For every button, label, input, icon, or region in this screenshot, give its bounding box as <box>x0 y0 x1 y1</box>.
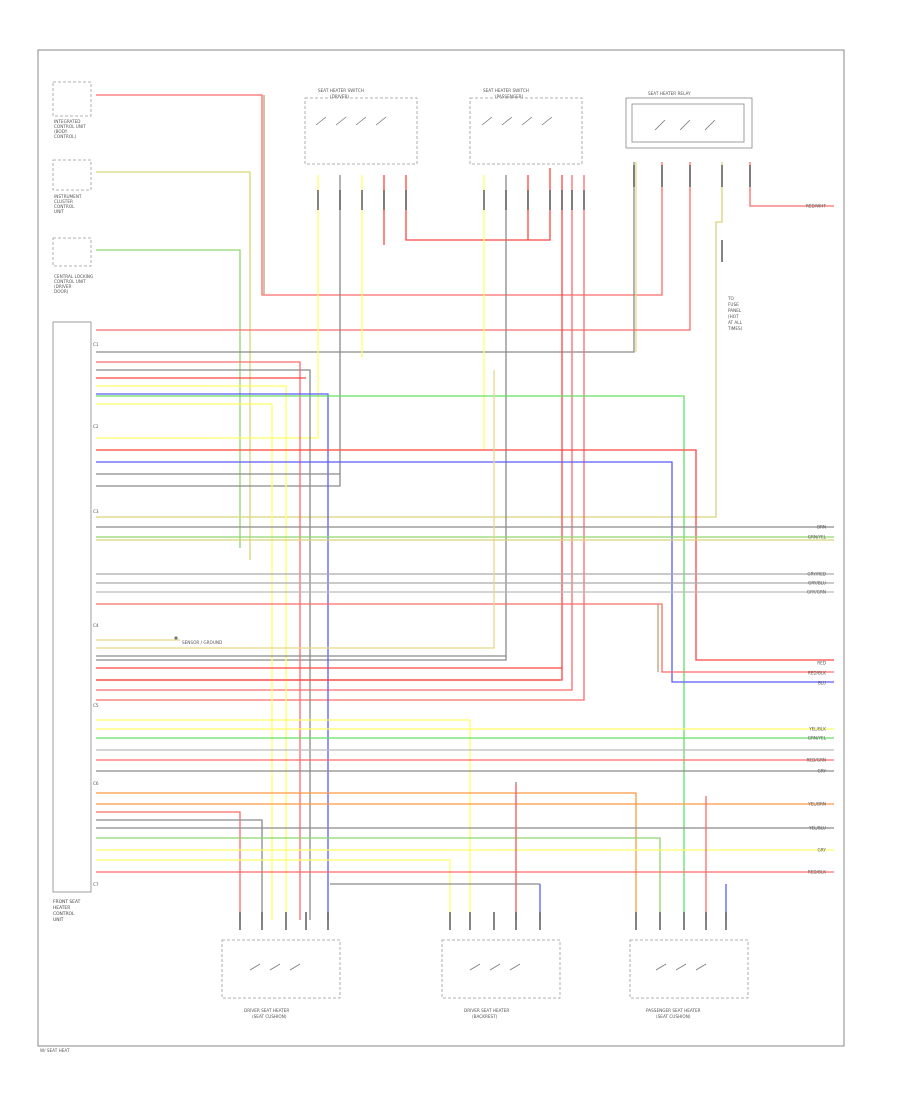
left-module-1-label: INTEGRATED CONTROL UNIT (BODY CONTROL) <box>54 119 86 139</box>
left-module-2 <box>52 159 92 191</box>
svg-text:DOOR): DOOR) <box>54 289 69 294</box>
seat-heater-relay <box>625 97 753 149</box>
bottom-1-sub: (SEAT CUSHION) <box>252 1014 287 1019</box>
left-module-2-label: INSTRUMENT CLUSTER CONTROL UNIT <box>54 194 82 214</box>
relay-feed-label: TO FUSE PANEL (HOT AT ALL TIMES) <box>727 296 743 331</box>
right-wire-labels: RED/WHT BRN GRN/YEL GRY/RED GRY/BLU GRY/GRN RE… <box>806 204 827 875</box>
left-module-1 <box>52 81 92 117</box>
driver-seat-heater-backrest <box>441 939 561 999</box>
svg-text:FRONT SEAT: FRONT SEAT <box>53 899 81 905</box>
svg-text:(DRIVER: (DRIVER <box>54 284 72 289</box>
passenger-switch-sub: (PASSENGER) <box>495 94 524 99</box>
wire-label-16: RED/BLK <box>808 870 826 875</box>
svg-text:C7: C7 <box>93 882 99 887</box>
passenger-seat-heater-switch <box>469 97 583 165</box>
left-module-3-label: CENTRAL LOCKING CONTROL UNIT (DRIVER DOO… <box>54 274 93 294</box>
left-module-3 <box>52 237 92 267</box>
svg-text:FUSE: FUSE <box>728 302 739 307</box>
svg-text:C5: C5 <box>93 703 99 708</box>
bottom-2-sub: (BACKREST) <box>472 1014 498 1019</box>
wire-label-2: GRN/YEL <box>808 535 827 540</box>
svg-text:HEATER: HEATER <box>53 905 70 911</box>
bottom-1-name: DRIVER SEAT HEATER <box>244 1008 289 1013</box>
wire-label-4: GRY/BLU <box>808 581 826 586</box>
wire-label-13: YEL/BRN <box>807 802 826 807</box>
passenger-switch-name: SEAT HEATER SWITCH <box>483 88 529 93</box>
svg-text:C3: C3 <box>93 509 99 514</box>
relay-name: SEAT HEATER RELAY <box>648 91 691 96</box>
sensor-dot <box>174 636 178 640</box>
seat-heater-relay-inner <box>631 103 745 143</box>
wire-label-15: GRY <box>818 848 827 853</box>
driver-seat-heater-cushion <box>221 939 341 999</box>
wire-label-10: GRN/YEL <box>808 736 827 741</box>
sensor-note: SENSOR / GROUND <box>182 640 222 645</box>
svg-text:CONTROL UNIT: CONTROL UNIT <box>54 279 86 284</box>
wire-label-3: GRY/RED <box>807 572 826 577</box>
bottom-3-sub: (SEAT CUSHION) <box>656 1014 691 1019</box>
driver-switch-name: SEAT HEATER SWITCH <box>318 88 364 93</box>
diagram-frame <box>37 49 845 1047</box>
control-unit-name: FRONT SEAT HEATER CONTROL UNIT <box>53 899 81 923</box>
control-unit-block <box>52 321 92 893</box>
svg-text:INSTRUMENT: INSTRUMENT <box>54 194 82 199</box>
wire-label-14: YEL/BLU <box>808 826 826 831</box>
wire-label-9: YEL/BLK <box>808 727 826 732</box>
wires <box>96 94 834 920</box>
footer-label: W/ SEAT HEAT <box>40 1048 70 1053</box>
svg-text:UNIT: UNIT <box>54 209 64 214</box>
wire-label-12: GRY <box>818 769 827 774</box>
passenger-seat-heater-cushion <box>629 939 749 999</box>
svg-text:PANEL: PANEL <box>728 308 742 313</box>
driver-seat-heater-switch <box>304 97 418 165</box>
svg-text:CLUSTER: CLUSTER <box>54 199 73 204</box>
svg-text:(HOT: (HOT <box>728 314 739 319</box>
bottom-3-name: PASSENGER SEAT HEATER <box>646 1008 701 1013</box>
svg-text:CONTROL UNIT: CONTROL UNIT <box>54 124 86 129</box>
svg-text:CONTROL: CONTROL <box>53 911 75 917</box>
svg-text:INTEGRATED: INTEGRATED <box>54 119 81 124</box>
wire-label-6: RED <box>817 661 826 666</box>
svg-text:AT ALL: AT ALL <box>728 320 743 325</box>
svg-text:C2: C2 <box>93 424 99 429</box>
switch-contacts <box>315 116 716 131</box>
heater-contacts <box>249 963 707 971</box>
wire-label-5: GRY/GRN <box>807 590 826 595</box>
wire-label-1: BRN <box>817 525 826 530</box>
svg-text:C1: C1 <box>93 342 99 347</box>
svg-text:UNIT: UNIT <box>53 917 64 923</box>
svg-text:TO: TO <box>727 296 735 301</box>
bottom-2-name: DRIVER SEAT HEATER <box>464 1008 509 1013</box>
driver-switch-sub: (DRIVER) <box>330 94 349 99</box>
svg-text:CONTROL): CONTROL) <box>54 134 76 139</box>
svg-text:C4: C4 <box>93 623 99 628</box>
wire-label-8: BLU <box>818 681 826 686</box>
svg-text:(BODY: (BODY <box>54 129 68 134</box>
svg-text:CONTROL: CONTROL <box>54 204 75 209</box>
svg-text:TIMES): TIMES) <box>727 326 743 331</box>
connector-pins <box>239 165 751 930</box>
wire-label-7: RED/BLK <box>808 671 826 676</box>
svg-text:C6: C6 <box>93 781 99 786</box>
svg-text:CENTRAL LOCKING: CENTRAL LOCKING <box>54 274 93 279</box>
wire-label-0: RED/WHT <box>806 204 826 209</box>
wire-label-11: RED/GRN <box>807 758 826 763</box>
connector-labels: C1 C2 C3 C4 C5 C6 C7 <box>93 342 99 887</box>
